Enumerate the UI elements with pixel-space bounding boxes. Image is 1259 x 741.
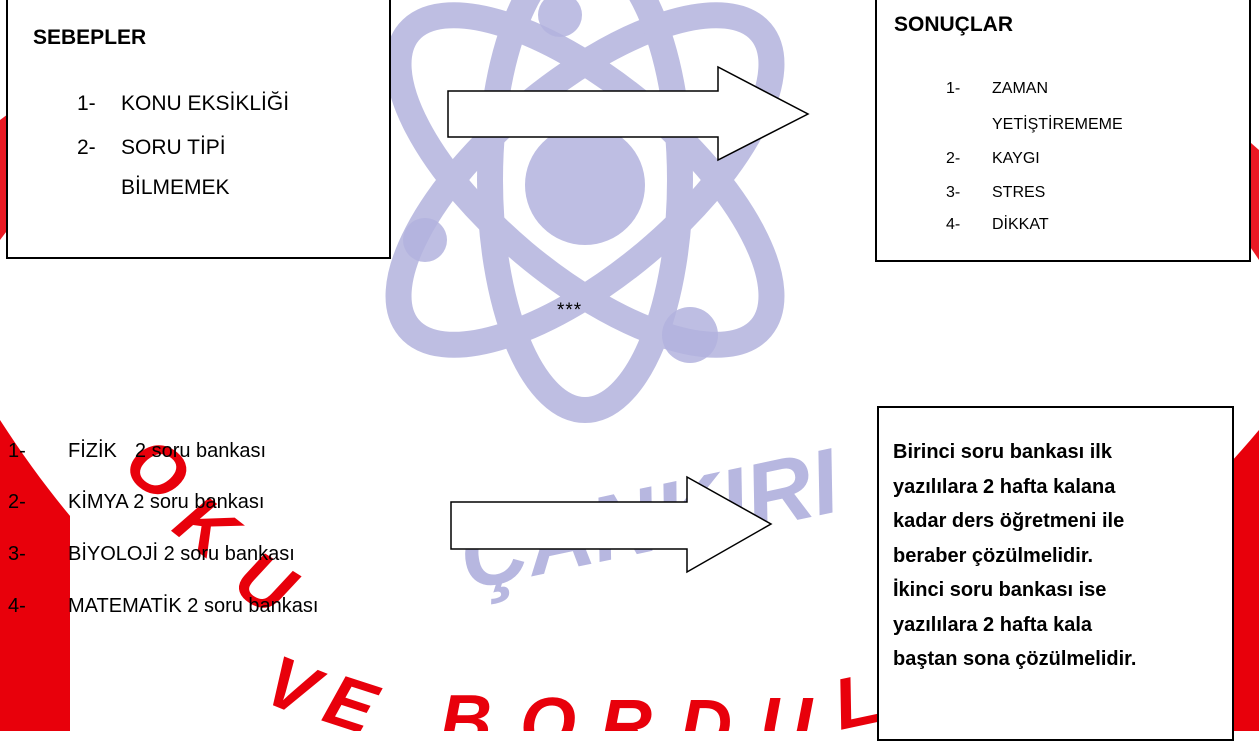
sonuclar-box bbox=[875, 0, 1251, 262]
sebepler-item: BİLMEMEK bbox=[121, 176, 230, 199]
separator-stars: *** bbox=[557, 300, 583, 321]
arrow-right-icon bbox=[450, 475, 773, 574]
advice-text: Birinci soru bankası ilk yazılılara 2 ha… bbox=[893, 441, 1137, 670]
svg-text:O: O bbox=[520, 684, 576, 731]
book-item: 3-BİYOLOJİ 2 soru bankası bbox=[8, 543, 295, 565]
book-item: 2-KİMYA 2 soru bankası bbox=[8, 491, 265, 513]
wm-letter: Y bbox=[0, 296, 79, 365]
wm-letter: İ bbox=[11, 260, 91, 305]
sonuclar-item: 2-KAYGI bbox=[946, 150, 1040, 167]
sonuclar-item: YETİŞTİREMEME bbox=[992, 116, 1123, 133]
advice-box bbox=[877, 406, 1234, 741]
arrow-right-icon bbox=[447, 65, 810, 162]
sonuclar-item: 4-DİKKAT bbox=[946, 216, 1049, 233]
sebepler-item: 2-SORU TİPİ bbox=[77, 136, 226, 159]
svg-text:D: D bbox=[680, 686, 732, 731]
wm-letter: E bbox=[0, 368, 72, 434]
sebepler-box bbox=[6, 0, 391, 259]
sonuclar-title: SONUÇLAR bbox=[894, 13, 1013, 36]
svg-text:İ: İ bbox=[1161, 284, 1241, 323]
svg-text:U: U bbox=[760, 684, 814, 731]
sonuclar-item: 1-ZAMAN bbox=[946, 80, 1048, 97]
svg-text:R: R bbox=[600, 686, 652, 731]
sonuclar-item: 3-STRES bbox=[946, 184, 1046, 201]
sebepler-title: SEBEPLER bbox=[33, 26, 147, 49]
book-item: 4-MATEMATİK 2 soru bankası bbox=[8, 595, 319, 617]
sebepler-item: 1-KONU EKSİKLİĞİ bbox=[77, 92, 290, 115]
svg-text:B: B bbox=[440, 681, 492, 731]
